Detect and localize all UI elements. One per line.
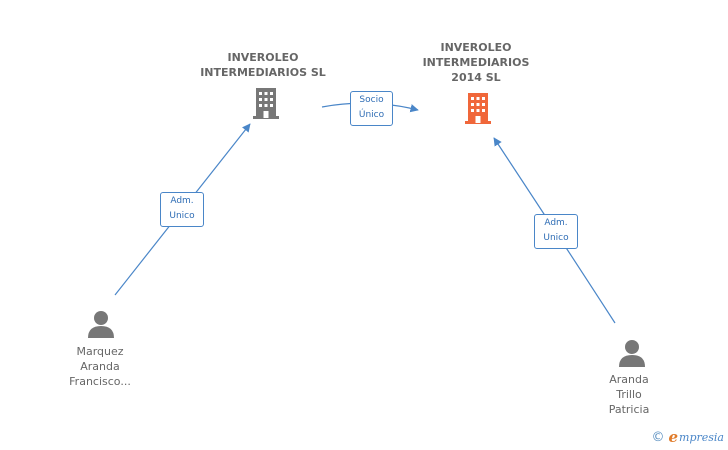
building-icon[interactable] xyxy=(462,91,494,125)
brand-logo: © e mpresia xyxy=(651,427,724,447)
copyright-icon: © xyxy=(651,429,665,445)
person-icon[interactable] xyxy=(617,338,647,368)
brand-name: mpresia xyxy=(679,430,724,444)
person-2-name[interactable]: Aranda Trillo Patricia xyxy=(608,373,650,416)
edge-label-adm-unico-2: Adm. Unico xyxy=(534,214,578,249)
brand-e: e xyxy=(668,428,679,446)
company-1-name[interactable]: INVEROLEO INTERMEDIARIOS SL xyxy=(200,51,326,79)
building-icon[interactable] xyxy=(250,86,282,120)
edge-label-socio-unico: Socio Único xyxy=(350,91,393,126)
edge-label-adm-unico-1: Adm. Unico xyxy=(160,192,204,227)
person-icon[interactable] xyxy=(86,309,116,339)
person-1-name[interactable]: Marquez Aranda Francisco... xyxy=(69,345,131,388)
company-2-name[interactable]: INVEROLEO INTERMEDIARIOS 2014 SL xyxy=(422,41,530,84)
